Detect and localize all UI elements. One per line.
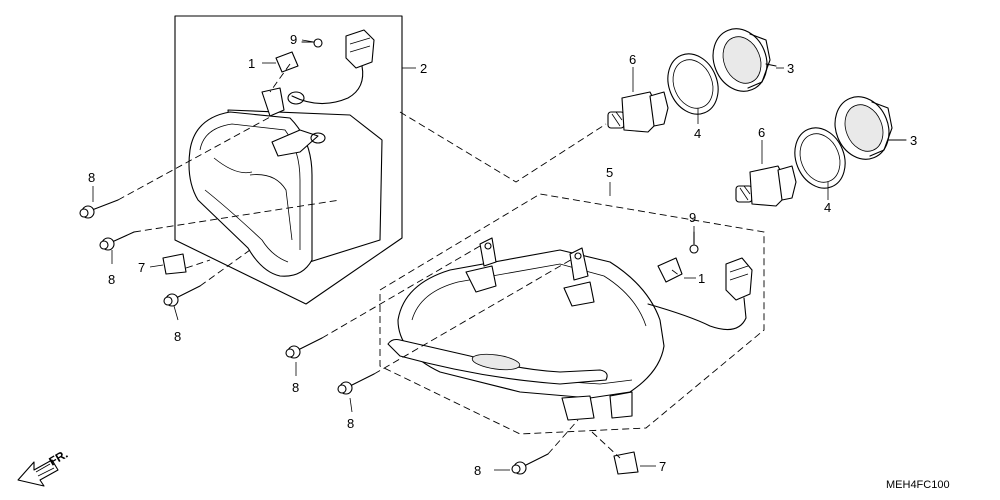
lower-bulb-group (735, 96, 907, 207)
callout-6-upper: 6 (629, 52, 636, 67)
lower-seal-4 (794, 127, 846, 189)
callout-8-e: 8 (347, 416, 354, 431)
upper-bolt-9 (313, 38, 323, 48)
assembly-frame-2 (174, 15, 403, 305)
callout-4-upper: 4 (694, 126, 701, 141)
assembly-outline-5 (379, 193, 765, 435)
callout-4-lower: 4 (824, 200, 831, 215)
lower-wire (647, 297, 747, 331)
lower-clip-1 (657, 257, 683, 283)
upper-wire (291, 65, 364, 105)
lower-bolt-8e (337, 373, 375, 395)
lower-bottom-bracket (561, 395, 595, 421)
upper-bolt-8b (99, 231, 135, 251)
callout-9-lower: 9 (689, 210, 696, 225)
callout-8-a: 8 (88, 170, 95, 185)
upper-bulb-group (399, 28, 784, 183)
callout-8-b: 8 (108, 272, 115, 287)
callout-7-upper: 7 (138, 260, 145, 275)
callout-8-f: 8 (474, 463, 481, 478)
callout-8-c: 8 (174, 329, 181, 344)
callout-5: 5 (606, 165, 613, 180)
lower-reflector-slot (471, 353, 521, 371)
upper-headlight-group (79, 15, 416, 321)
lower-top-bracket-left (465, 265, 497, 293)
upper-bolt-8c (163, 285, 201, 307)
callout-2: 2 (420, 61, 427, 76)
lower-headlight-group (285, 182, 765, 475)
front-arrow-icon (17, 459, 59, 487)
upper-bulb-6 (607, 91, 669, 133)
callout-3-upper: 3 (787, 61, 794, 76)
upper-bolt-8a (79, 199, 119, 219)
lower-bolt-8d (285, 337, 323, 359)
lower-top-bracket-right (563, 281, 595, 307)
upper-clip-7 (162, 253, 187, 275)
upper-cover-3 (712, 28, 777, 92)
lower-position-lamp (387, 338, 608, 385)
upper-top-bracket (261, 87, 285, 117)
callout-1-upper: 1 (248, 56, 255, 71)
callout-3-lower: 3 (910, 133, 917, 148)
callout-7-lower: 7 (659, 459, 666, 474)
callout-1-lower: 1 (698, 271, 705, 286)
lower-bulb-6 (735, 165, 797, 207)
lower-bolt-8f (511, 453, 549, 475)
diagram-code: MEH4FC100 (886, 479, 950, 491)
lower-cover-3 (834, 96, 907, 160)
upper-clip-1 (275, 51, 299, 73)
callout-labels: 1 9 2 6 3 4 6 3 4 5 9 1 8 8 7 8 8 8 8 7 (88, 32, 917, 478)
lower-bolt-9 (689, 244, 699, 254)
front-direction-indicator: FR. (17, 447, 70, 487)
callout-6-lower: 6 (758, 125, 765, 140)
callout-9-upper: 9 (290, 32, 297, 47)
upper-bulb-leader (399, 111, 607, 183)
callout-8-d: 8 (292, 380, 299, 395)
upper-seal-4 (667, 53, 719, 115)
lower-connector (725, 257, 753, 301)
